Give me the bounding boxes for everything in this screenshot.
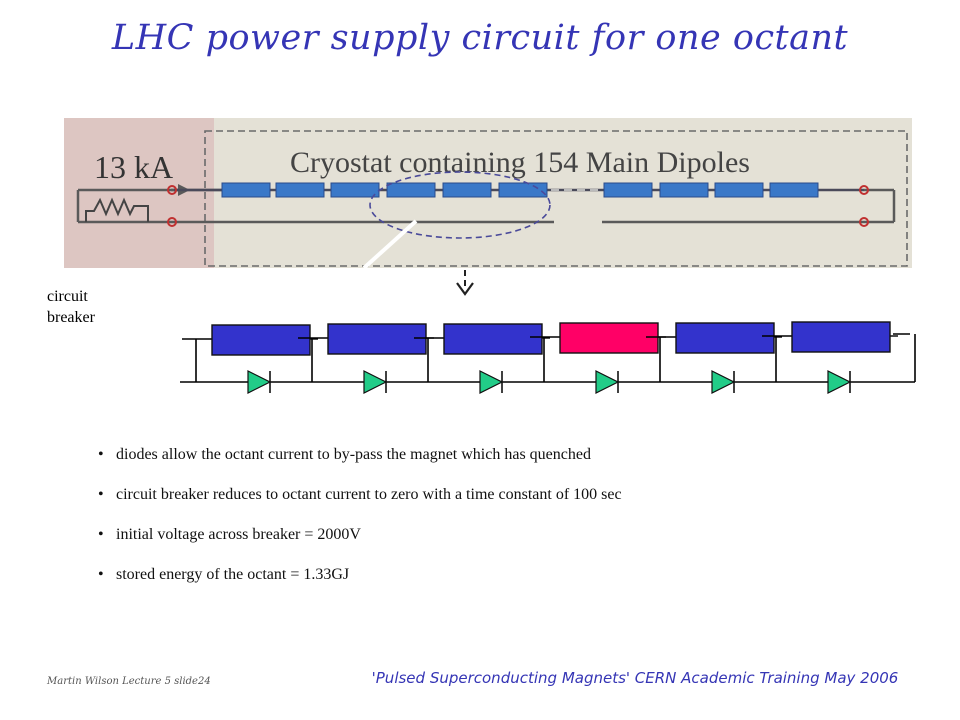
cryostat-outline (204, 130, 908, 267)
zoom-arrow-head-icon (456, 282, 474, 296)
bullet-dot-icon: • (98, 566, 104, 583)
dipole-group-right (603, 182, 819, 198)
magnet-normal (211, 324, 311, 356)
circuit-breaker-label: circuit breaker (47, 288, 95, 326)
bullet-item: •initial voltage across breaker = 2000V (98, 526, 361, 543)
breaker-resistor-icon (85, 197, 149, 222)
terminal-icon (859, 217, 869, 227)
diode-icon (827, 370, 852, 394)
diode-icon (479, 370, 504, 394)
bullet-dot-icon: • (98, 526, 104, 543)
diode-icon (595, 370, 620, 394)
slide-title: LHC power supply circuit for one octant (111, 18, 849, 58)
photo-tint-left (64, 118, 214, 268)
bullet-item: •circuit breaker reduces to octant curre… (98, 486, 622, 503)
zoomed-circuit (180, 270, 916, 394)
diode-icon (247, 370, 272, 394)
bullet-item: •diodes allow the octant current to by-p… (98, 446, 591, 463)
magnet-normal (443, 323, 543, 355)
bullet-list: •diodes allow the octant current to by-p… (98, 446, 938, 606)
bullet-item: •stored energy of the octant = 1.33GJ (98, 566, 350, 583)
current-label: 13 kA (94, 149, 173, 185)
zoom-ellipse (369, 171, 551, 239)
terminal-icon (859, 185, 869, 195)
diode-icon (711, 370, 736, 394)
cryostat-label: Cryostat containing 154 Main Dipoles (290, 146, 750, 179)
footer-course: 'Pulsed Superconducting Magnets' CERN Ac… (371, 669, 899, 687)
photo-gap (554, 214, 602, 244)
magnet-normal (791, 321, 891, 353)
bullet-dot-icon: • (98, 486, 104, 503)
diode-icon (363, 370, 388, 394)
magnet-normal (327, 323, 427, 355)
magnet-normal (675, 322, 775, 354)
terminal-icon (167, 185, 177, 195)
footer-author: Martin Wilson Lecture 5 slide24 (47, 676, 211, 687)
terminal-icon (167, 217, 177, 227)
zoom-callout-line (362, 219, 418, 268)
dipole-group-left (221, 182, 548, 198)
magnet-quenched (559, 322, 659, 354)
bullet-dot-icon: • (98, 446, 104, 463)
cryostat-photo: 13 kA Cryostat containing 154 Main Dipol… (64, 118, 912, 268)
